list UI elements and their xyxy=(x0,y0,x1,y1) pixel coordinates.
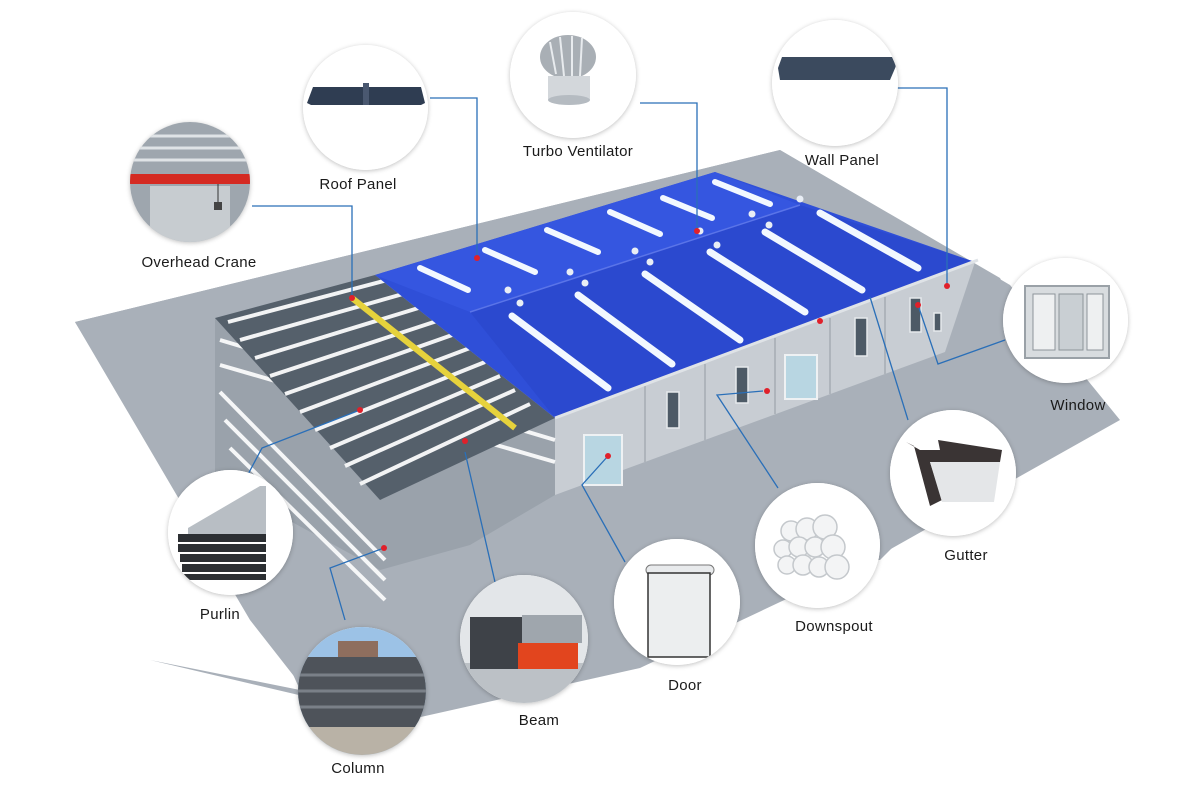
label-column: Column xyxy=(331,760,385,777)
column-photo xyxy=(298,627,426,755)
label-wall-panel: Wall Panel xyxy=(804,152,880,169)
beam-photo xyxy=(460,575,588,703)
label-door: Door xyxy=(668,677,702,694)
label-gutter: Gutter xyxy=(944,547,988,564)
label-purlin: Purlin xyxy=(199,606,241,623)
gutter-photo xyxy=(890,410,1016,536)
side-wall xyxy=(555,262,975,495)
window-photo xyxy=(1003,258,1128,383)
label-overhead-crane: Overhead Crane xyxy=(141,254,257,271)
door-photo xyxy=(614,539,740,665)
label-window: Window xyxy=(1050,397,1106,414)
label-downspout: Downspout xyxy=(795,618,873,635)
wall-panel-photo xyxy=(772,20,898,146)
roof-panel-photo xyxy=(303,45,428,170)
label-turbo-ventilator: Turbo Ventilator xyxy=(522,143,634,160)
purlin-photo xyxy=(168,470,293,595)
label-roof-panel: Roof Panel xyxy=(319,176,397,193)
turbo-ventilator-photo xyxy=(510,12,636,138)
overhead-crane-photo xyxy=(130,122,250,242)
downspout-photo xyxy=(755,483,880,608)
label-beam: Beam xyxy=(518,712,560,729)
